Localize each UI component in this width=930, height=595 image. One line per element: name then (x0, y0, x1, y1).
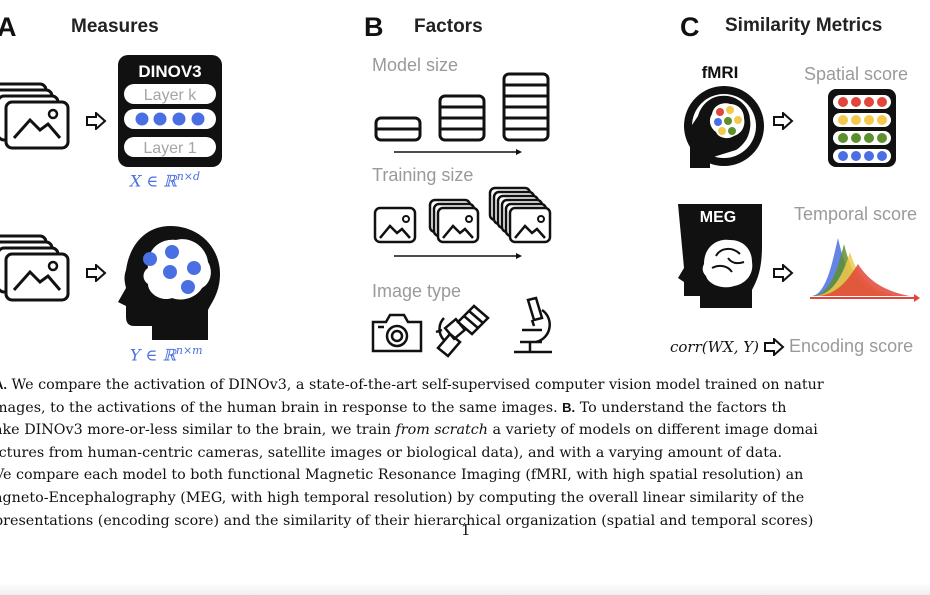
encoding-score-label: Encoding score (789, 336, 914, 356)
satellite-icon (435, 304, 490, 358)
y-definition: Y ∈ ℝn×m (130, 344, 203, 365)
fmri-label: fMRI (702, 63, 739, 82)
model-size-icon (374, 72, 550, 155)
training-size-icon (373, 186, 552, 259)
panel-c-letter: C (680, 12, 700, 42)
encoding-row: corr(WX, Y) Encoding score (670, 336, 913, 357)
caption-line-2: mages, to the activations of the human b… (0, 399, 787, 416)
camera-icon (371, 313, 423, 353)
bottom-shadow (0, 583, 930, 595)
temporal-score-label: Temporal score (794, 204, 918, 224)
human-head-icon (118, 226, 220, 340)
arrow-right-icon-3 (773, 112, 794, 130)
arrow-right-icon-4 (773, 264, 794, 282)
arrow-right-icon (86, 112, 107, 130)
caption-line-6: agneto-Encephalography (MEG, with high t… (0, 489, 805, 506)
caption-line-1: A. We compare the activation of DINOv3, … (0, 377, 824, 393)
spatial-score-icon (828, 89, 896, 167)
dinov3-model-box: DINOV3 Layer k Layer 1 (118, 55, 222, 167)
panel-b-title: Factors (414, 16, 483, 37)
x-definition: X ∈ ℝn×d (130, 170, 201, 191)
caption-line-7: presentations (encoding score) and the s… (0, 512, 814, 529)
layer-k-label: Layer k (144, 87, 197, 104)
caption-line-3: ake DINOv3 more-or-less similar to the b… (0, 422, 818, 439)
figure-caption: A. We compare the activation of DINOv3, … (0, 374, 930, 532)
fmri-head-icon: fMRI (684, 63, 764, 168)
training-size-label: Training size (372, 165, 474, 185)
arrow-right-icon-2 (86, 264, 107, 282)
page-number: 1 (461, 521, 471, 539)
microscope-icon (514, 296, 552, 354)
caption-line-4: ictures from human-centric cameras, sate… (0, 444, 783, 461)
image-type-label: Image type (372, 281, 462, 301)
caption-line-5: Ve compare each model to both functional… (0, 467, 804, 484)
panel-a-letter: A (0, 12, 17, 42)
temporal-score-icon (810, 238, 920, 302)
corr-formula: corr(WX, Y) (670, 337, 760, 356)
layer-1-label: Layer 1 (143, 140, 196, 157)
dinov3-name: DINOV3 (138, 62, 201, 81)
panel-a-title: Measures (71, 16, 159, 37)
arrow-right-icon-5 (764, 337, 785, 356)
image-stack-icon (0, 82, 70, 150)
meg-head-icon: MEG (678, 204, 762, 308)
image-stack-icon-2 (0, 234, 70, 302)
panel-b-letter: B (364, 12, 384, 42)
meg-label: MEG (700, 209, 736, 226)
panel-c-title: Similarity Metrics (725, 15, 883, 36)
spatial-score-label: Spatial score (804, 64, 909, 84)
model-size-label: Model size (372, 55, 459, 75)
